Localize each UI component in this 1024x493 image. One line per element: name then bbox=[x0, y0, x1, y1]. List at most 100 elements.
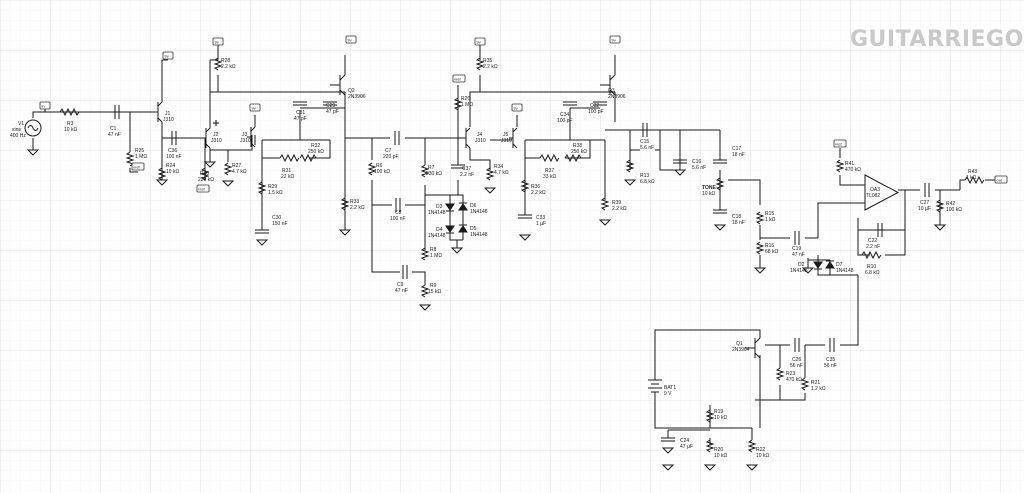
label-components-d3-value: 1N4148 bbox=[428, 210, 446, 216]
schematic-element bbox=[131, 162, 145, 171]
label-components-r31-ref: R31 bbox=[282, 168, 291, 174]
resistor-r16 bbox=[755, 241, 765, 255]
capacitor-c27 bbox=[924, 183, 930, 197]
schematic-element bbox=[212, 37, 224, 46]
label-components-r33-ref: R33 bbox=[350, 199, 359, 205]
label-components-r25-value: 1 MΩ bbox=[135, 154, 147, 160]
schematic-element bbox=[445, 225, 455, 234]
schematic-element bbox=[839, 175, 865, 186]
schematic-element bbox=[609, 35, 621, 44]
schematic-element bbox=[518, 234, 532, 241]
resistor-r41 bbox=[835, 159, 845, 173]
label-components-r19-value: 10 kΩ bbox=[714, 415, 727, 421]
capacitor-c19 bbox=[794, 231, 800, 245]
label-components-c29-value: 47 pF bbox=[326, 109, 339, 115]
schematic-element bbox=[959, 179, 965, 190]
label-components-r7-value: 330 kΩ bbox=[426, 171, 442, 177]
schematic-element bbox=[840, 275, 859, 346]
capacitor-c7 bbox=[394, 131, 400, 145]
label-components-d4-ref: D4 bbox=[436, 227, 443, 233]
jfet-j4 bbox=[462, 127, 471, 149]
ground-symbols bbox=[26, 149, 947, 471]
label-components-r3-value: 10 kΩ bbox=[64, 127, 77, 133]
label-components-r42-value: 100 kΩ bbox=[946, 207, 962, 213]
tag-out: out bbox=[994, 175, 1008, 184]
resistor-r9 bbox=[420, 284, 430, 298]
resistor-r21 bbox=[800, 377, 810, 391]
resistor-r29 bbox=[257, 181, 267, 195]
label-components-r39-value: 2.2 kΩ bbox=[612, 206, 627, 212]
label-components-c33-value: 1 µF bbox=[536, 221, 546, 227]
label-components-d5-value: 1N4148 bbox=[470, 232, 488, 238]
resistor-r3 bbox=[59, 107, 80, 117]
schematic-element bbox=[509, 127, 518, 149]
tag-vref-r25: vref bbox=[131, 162, 145, 171]
capacitor-c30 bbox=[255, 229, 269, 234]
label-components-r16-value: 68 kΩ bbox=[765, 249, 778, 255]
diode-d7 bbox=[825, 260, 835, 269]
label-components-c15-value: 5.6 nF bbox=[640, 145, 654, 151]
label-components-c30-ref: C30 bbox=[272, 215, 281, 221]
label-components-r3-ref: R3 bbox=[67, 121, 74, 127]
capacitor-c33 bbox=[518, 214, 532, 219]
label-components-j2-value: J310 bbox=[211, 138, 222, 144]
tag-vref-r40: vref bbox=[196, 184, 210, 193]
resistor-r32 bbox=[299, 153, 317, 163]
label-components-c36-ref: C36 bbox=[168, 148, 177, 154]
schematic-element bbox=[213, 120, 219, 126]
label-components-c16-value: 5.6 nF bbox=[692, 165, 706, 171]
source-v1 bbox=[24, 119, 42, 137]
schematic-element bbox=[202, 127, 211, 149]
label-components-c24-value: 47 µF bbox=[680, 444, 693, 450]
resistor-r26 bbox=[453, 97, 463, 111]
label-components-d4-value: 1N4148 bbox=[428, 233, 446, 239]
label-tags-plus: 9v bbox=[252, 106, 256, 111]
resistor-r28 bbox=[213, 57, 223, 71]
label-components-c24-ref: C24 bbox=[680, 438, 689, 444]
label-components-r27-value: 4.7 kΩ bbox=[232, 169, 247, 175]
label-components-c31-value: 47 pF bbox=[294, 116, 307, 122]
label-components-r37-value: 33 kΩ bbox=[543, 174, 556, 180]
label-components-r21-ref: R21 bbox=[811, 380, 820, 386]
label-components-v1-value2: 400 Hz bbox=[10, 133, 26, 139]
schematic-element bbox=[462, 127, 471, 149]
label-components-c31-ref: C31 bbox=[296, 110, 305, 116]
label-components-c22-value: 2.2 nF bbox=[866, 244, 880, 250]
label-components-j4-value: J310 bbox=[475, 138, 486, 144]
label-components-r26-value: 1 MΩ bbox=[461, 102, 473, 108]
component-labels: V1 sine 400 Hz R3 10 kΩ C1 47 nF J1 J310… bbox=[10, 58, 977, 459]
label-components-r28-value: 2.2 kΩ bbox=[221, 64, 236, 70]
label-components-r34-value: 4.7 kΩ bbox=[494, 170, 509, 176]
label-components-r7-ref: R7 bbox=[428, 165, 435, 171]
label-components-c35-value: 56 nF bbox=[824, 363, 837, 369]
label-tags-ref: vref bbox=[835, 142, 843, 147]
resistor-r10 bbox=[861, 250, 882, 260]
label-components-d7-value: 1N4148 bbox=[836, 268, 854, 274]
resistor-r43 bbox=[964, 175, 985, 185]
resistor-r7 bbox=[420, 164, 430, 178]
schematic-element bbox=[458, 202, 468, 211]
symbols bbox=[24, 57, 985, 471]
label-components-r41-value: 470 kΩ bbox=[845, 167, 861, 173]
label-components-r33-value: 2.2 kΩ bbox=[350, 205, 365, 211]
label-components-c22-ref: C22 bbox=[868, 238, 877, 244]
label-components-oa3-ref: OA3 bbox=[870, 187, 880, 193]
schematic-element bbox=[203, 161, 217, 168]
label-components-r41-ref: R41 bbox=[845, 161, 854, 167]
schematic-element bbox=[598, 219, 612, 226]
label-components-c37-ref: C37 bbox=[462, 166, 471, 172]
label-components-r25-ref: R25 bbox=[135, 148, 144, 154]
label-components-c34-value: 100 pF bbox=[557, 118, 573, 124]
label-components-r19-ref: R19 bbox=[714, 409, 723, 415]
label-components-r22-value: 10 kΩ bbox=[756, 453, 769, 459]
schematic-element bbox=[26, 149, 40, 156]
schematic-element bbox=[994, 175, 1008, 184]
label-components-r34-ref: R34 bbox=[494, 164, 503, 170]
schematic-element bbox=[27, 125, 39, 131]
jfet-j2 bbox=[202, 127, 211, 149]
schematic-element bbox=[418, 304, 432, 311]
label-components-r15-ref: R15 bbox=[765, 211, 774, 217]
resistor-r33 bbox=[340, 197, 350, 211]
schematic-element bbox=[661, 464, 675, 471]
label-components-bat1-ref: BAT1 bbox=[664, 385, 676, 391]
